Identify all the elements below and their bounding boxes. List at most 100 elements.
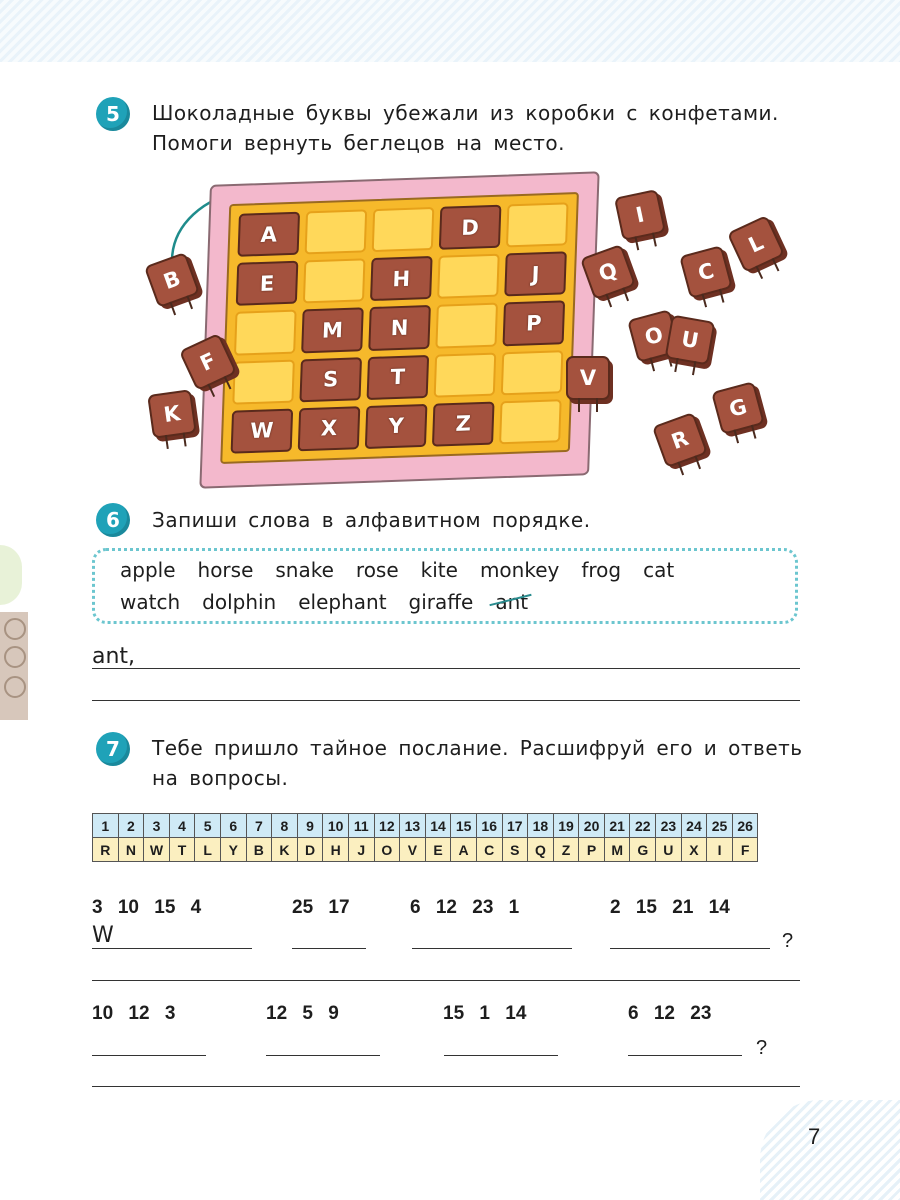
empty-candy-slot[interactable] (505, 202, 569, 248)
answer-line[interactable] (92, 1086, 800, 1087)
cipher-number-cell: 25 (706, 813, 733, 838)
answer-blank[interactable] (444, 1055, 558, 1056)
cipher-letter-cell: U (655, 837, 682, 862)
code-group: 10 12 3 (92, 1003, 176, 1024)
chocolate-letter-in-box: E (235, 260, 299, 307)
cipher-letter-cell: V (399, 837, 426, 862)
question-mark: ? (756, 1037, 768, 1059)
header-band (0, 0, 900, 62)
cipher-number-cell: 9 (296, 813, 324, 838)
runaway-chocolate-letter[interactable]: G (711, 381, 765, 435)
answer-blank[interactable] (292, 948, 366, 949)
chocolate-letter-in-box: H (369, 256, 433, 302)
chocolate-letter-in-box: J (504, 251, 567, 297)
code-group: 2 15 21 14 (610, 897, 730, 918)
empty-candy-slot[interactable] (500, 349, 564, 396)
runaway-chocolate-letter[interactable]: C (679, 245, 733, 299)
chocolate-letter-in-box: T (366, 354, 430, 400)
cipher-letter-cell: F (731, 837, 759, 862)
runaway-chocolate-letter[interactable]: L (726, 214, 786, 274)
cipher-number-cell: 7 (245, 813, 273, 838)
word: apple (120, 558, 176, 582)
cipher-number-cell: 8 (271, 813, 298, 838)
crossed-out-word: ant (495, 590, 529, 614)
answer-line[interactable] (92, 700, 800, 701)
runaway-chocolate-letter[interactable]: K (147, 389, 197, 439)
cipher-letter-cell: N (117, 837, 145, 862)
cipher-letter-cell: X (680, 837, 708, 862)
word: frog (581, 558, 622, 582)
answer-blank[interactable] (266, 1055, 380, 1056)
cipher-letter-cell: K (271, 837, 298, 862)
task-6-instruction: Запиши слова в алфавитном порядке. (152, 508, 591, 532)
answer-blank[interactable] (610, 948, 770, 949)
word: kite (420, 558, 458, 582)
runaway-chocolate-letter[interactable]: U (664, 314, 716, 366)
task-6-badge: 6 (96, 503, 130, 537)
chocolate-letter-in-box: S (299, 356, 363, 403)
empty-candy-slot[interactable] (437, 253, 500, 300)
question-mark: ? (782, 930, 794, 952)
code-group: 6 12 23 1 (410, 897, 520, 918)
cipher-letter-cell: O (373, 837, 401, 862)
empty-candy-slot[interactable] (302, 258, 366, 304)
left-edge-photo (0, 612, 28, 720)
answer-line[interactable] (92, 668, 800, 669)
task-7-badge: 7 (96, 732, 130, 766)
runaway-chocolate-letter[interactable]: V (566, 356, 610, 412)
word: rose (355, 558, 399, 582)
cipher-number-cell: 26 (731, 813, 759, 838)
word: horse (197, 558, 254, 582)
task-7-text-line2: на вопросы. (152, 766, 289, 790)
chocolate-letter-label: H (392, 266, 411, 292)
page-number: 7 (808, 1124, 821, 1149)
answer-blank[interactable] (412, 948, 572, 949)
cipher-letter-cell: G (629, 837, 657, 862)
runaway-chocolate-letter[interactable]: I (613, 188, 667, 242)
cipher-letter-cell: J (347, 837, 375, 862)
chocolate-letter-in-box: W (230, 408, 294, 454)
empty-candy-slot[interactable] (232, 359, 295, 405)
task-7-text-line1: Тебе пришло тайное послание. Расшифруй е… (152, 736, 803, 760)
answer-blank[interactable] (628, 1055, 742, 1056)
cipher-letter-cell: Z (552, 837, 580, 862)
cipher-number-cell: 17 (501, 813, 529, 838)
cipher-letter-cell: E (424, 837, 452, 862)
answer-blank[interactable] (92, 948, 252, 949)
chocolate-letter-label: E (259, 271, 275, 296)
cipher-letter-cell: I (706, 837, 733, 862)
cipher-number-cell: 3 (143, 813, 170, 838)
empty-candy-slot[interactable] (433, 352, 497, 398)
answer-blank[interactable] (92, 1055, 206, 1056)
chocolate-letter-label: X (320, 416, 338, 441)
empty-candy-slot[interactable] (371, 207, 435, 253)
answer-line[interactable] (92, 980, 800, 981)
cipher-number-cell: 1 (92, 813, 119, 838)
word: watch (120, 590, 181, 614)
chocolate-letter-in-box: M (301, 307, 364, 353)
cipher-number-cell: 23 (655, 813, 682, 838)
chocolate-letter-label: A (260, 222, 278, 247)
cipher-number-cell: 14 (424, 813, 452, 838)
cipher-letter-cell: H (322, 837, 349, 862)
runaway-chocolate-letter[interactable]: R (651, 411, 709, 469)
chocolate-letter-label: N (390, 315, 409, 341)
empty-candy-slot[interactable] (304, 209, 368, 255)
cipher-letter-cell: L (194, 837, 221, 862)
empty-candy-slot[interactable] (234, 310, 297, 356)
corner-decoration (760, 1100, 900, 1200)
word: dolphin (202, 590, 277, 614)
chocolate-letter-in-box: X (297, 406, 361, 452)
empty-candy-slot[interactable] (435, 303, 499, 349)
cipher-number-cell: 10 (322, 813, 349, 838)
chocolate-letter-in-box: P (502, 300, 566, 346)
chocolate-letter-label: P (525, 311, 542, 336)
empty-candy-slot[interactable] (499, 399, 562, 445)
code-group: 15 1 14 (443, 1003, 527, 1024)
cipher-letter-cell: C (475, 837, 503, 862)
cipher-letter-cell: W (143, 837, 170, 862)
cipher-number-cell: 13 (399, 813, 426, 838)
cipher-letter-cell: M (603, 837, 631, 862)
